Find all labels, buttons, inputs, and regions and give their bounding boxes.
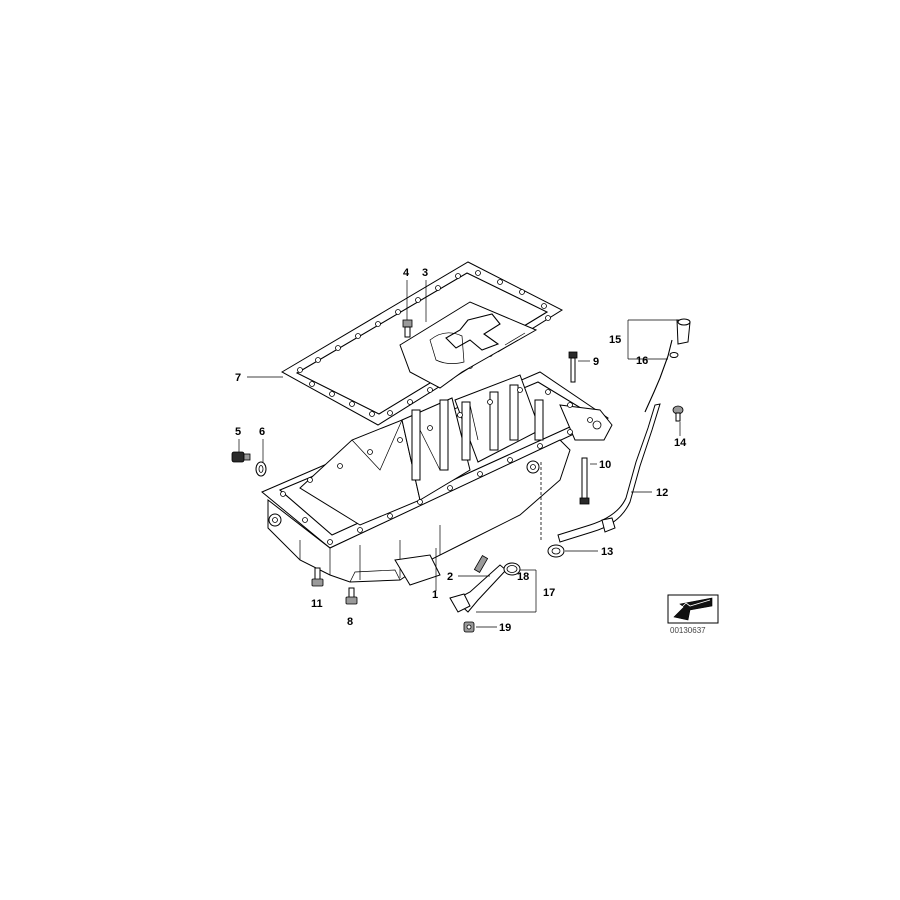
label-19: 19 bbox=[499, 622, 511, 634]
o-ring-item-16 bbox=[669, 352, 679, 358]
baffle-plate bbox=[399, 301, 538, 389]
label-15: 15 bbox=[609, 334, 621, 346]
label-17: 17 bbox=[543, 587, 555, 599]
oil-pan bbox=[261, 371, 613, 586]
seal-ring-item-6 bbox=[255, 461, 267, 477]
label-7: 7 bbox=[235, 372, 241, 384]
label-6: 6 bbox=[259, 426, 265, 438]
label-10: 10 bbox=[599, 459, 611, 471]
bolt-item-4 bbox=[402, 319, 413, 338]
label-8: 8 bbox=[347, 616, 353, 628]
bolt-item-8 bbox=[345, 587, 358, 605]
label-4: 4 bbox=[403, 267, 410, 279]
oil-pickup-tube bbox=[449, 555, 507, 613]
label-9: 9 bbox=[593, 356, 599, 368]
label-18: 18 bbox=[517, 571, 529, 583]
dipstick bbox=[644, 318, 691, 413]
label-2: 2 bbox=[447, 571, 453, 583]
nut-item-19 bbox=[463, 621, 475, 633]
dipstick-guide-tube bbox=[557, 403, 661, 543]
seal-ring-item-13 bbox=[540, 462, 565, 558]
reference-badge: 00130637 bbox=[667, 594, 719, 635]
label-3: 3 bbox=[422, 267, 428, 279]
label-1: 1 bbox=[432, 589, 438, 601]
label-5: 5 bbox=[235, 426, 241, 438]
label-12: 12 bbox=[656, 487, 668, 499]
leader-lines bbox=[238, 280, 681, 628]
label-16: 16 bbox=[636, 355, 648, 367]
o-ring-item-18 bbox=[503, 562, 521, 576]
label-14: 14 bbox=[674, 437, 687, 449]
callout-labels: 1 2 3 4 5 6 7 8 9 10 11 12 13 14 15 16 1… bbox=[235, 267, 687, 634]
bolt-item-10 bbox=[579, 457, 590, 505]
bolt-item-14 bbox=[672, 405, 684, 422]
bolt-item-11 bbox=[311, 567, 324, 587]
label-13: 13 bbox=[601, 546, 613, 558]
bolt-item-9 bbox=[568, 351, 578, 383]
drain-plug-item-5 bbox=[231, 451, 251, 463]
label-11: 11 bbox=[311, 598, 323, 610]
reference-number: 00130637 bbox=[670, 626, 706, 635]
